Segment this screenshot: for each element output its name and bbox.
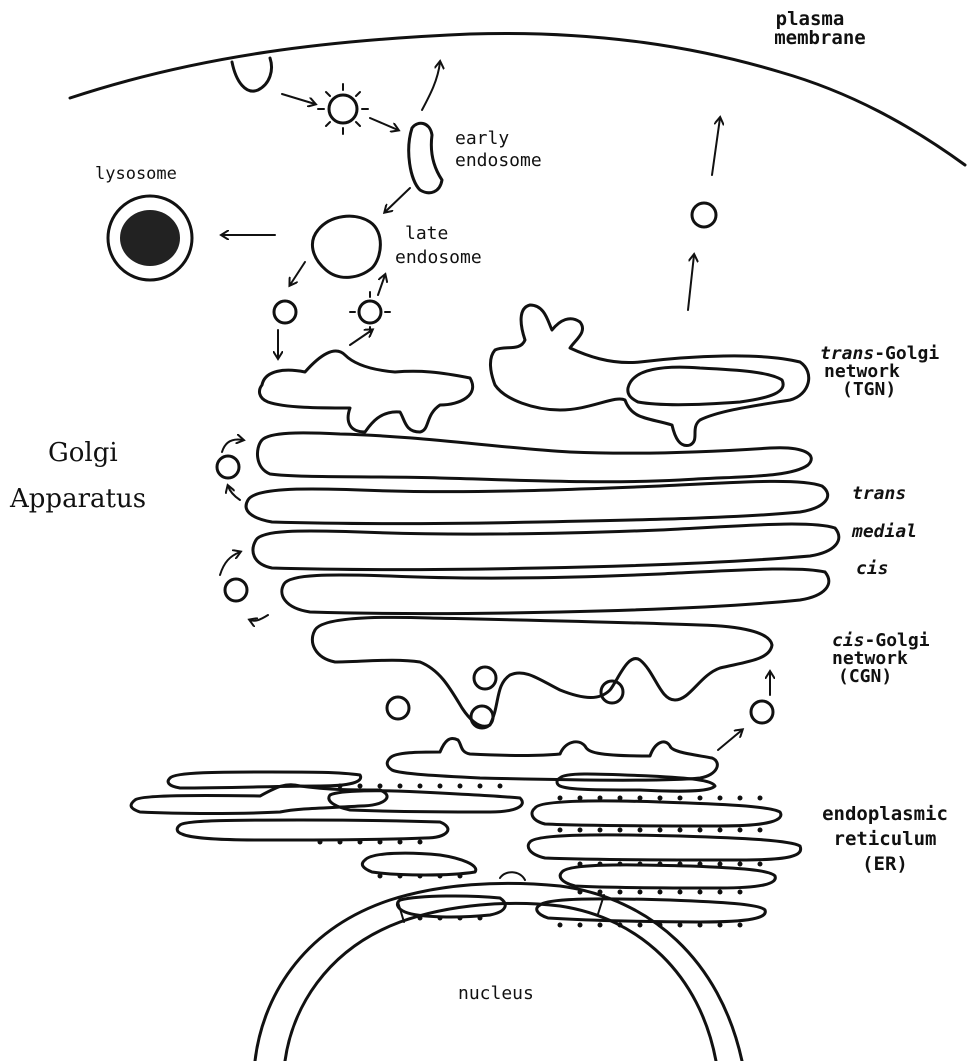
er-left-5 (362, 853, 475, 875)
cisterna-cis (282, 569, 829, 614)
lysosome-label: lysosome (95, 166, 177, 183)
nuclear-envelope-outer (255, 883, 742, 1061)
er-label: endoplasmic reticulum (ER) (795, 805, 975, 874)
secretory-vesicle (692, 203, 716, 227)
golgi-apparatus-label: Golgi Apparatus (10, 440, 146, 512)
er-left-3 (177, 820, 448, 840)
cgn-vesicle-1 (474, 667, 496, 689)
vesicle-late-1 (274, 301, 296, 323)
cisterna-trans (246, 481, 828, 523)
plasma-membrane-label-line2: membrane (770, 29, 870, 48)
cisterna-medial (253, 524, 839, 569)
cisterna-top (257, 433, 811, 482)
late-endosome-label-line1: late (405, 225, 482, 243)
cgn-vesicle-5 (751, 701, 773, 723)
tgn-label: trans-Golgi network (TGN) (820, 345, 939, 399)
er-right-3 (528, 835, 800, 860)
er-right-1 (557, 774, 715, 791)
er-right-4 (560, 865, 775, 888)
arrow-tgn-to-secretory (688, 255, 694, 310)
late-endosome-label-line2: endosome (395, 249, 482, 267)
golgi-apparatus-label-line1: Golgi (48, 440, 146, 466)
cisterna-cis-label: cis (856, 560, 889, 578)
nucleus-label: nucleus (458, 985, 534, 1003)
arrow-cisterna-up-3 (220, 552, 240, 575)
er-label-line3: (ER) (795, 855, 975, 874)
golgi-apparatus-label-line2: Apparatus (10, 486, 146, 512)
arrow-pit-to-vesicle (282, 94, 315, 104)
arrow-cisterna-up-2 (228, 486, 240, 500)
golgi-vesicle-2 (225, 579, 247, 601)
arrow-cisterna-up-1 (222, 440, 243, 453)
lysosome-content (120, 210, 180, 266)
tgn-left-lobe (260, 351, 473, 432)
late-endosome-label: late endosome (395, 225, 482, 267)
cgn-vesicle-2 (387, 697, 409, 719)
coated-pit (232, 58, 272, 91)
early-endosome-label-line1: early (455, 130, 542, 148)
cgn-vesicle-4 (601, 681, 623, 703)
er-nucleus-junction (500, 872, 525, 880)
tgn-label-line3: (TGN) (842, 381, 939, 399)
er-left-1 (168, 772, 361, 788)
er-left-6 (397, 896, 505, 917)
coated-vesicle-2 (359, 301, 381, 323)
er-transitional (387, 739, 717, 781)
coated-vesicle-1 (329, 95, 357, 123)
er-left-4 (329, 791, 523, 812)
arrow-coated-to-late (378, 275, 385, 295)
early-endosome-shape (409, 123, 442, 192)
cisterna-medial-label: medial (852, 523, 917, 541)
coat-spikes-1 (318, 84, 368, 134)
arrow-secretory-to-membrane (712, 118, 720, 175)
arrow-early-endosome-to-membrane (422, 62, 440, 110)
early-endosome-label-line2: endosome (455, 152, 542, 170)
arrow-er-to-cgn (718, 730, 742, 750)
tgn-right-inner (628, 367, 783, 404)
early-endosome-label: early endosome (455, 130, 542, 170)
tgn-right-lobe (490, 305, 808, 446)
golgi-vesicle-1 (217, 456, 239, 478)
plasma-membrane-label: plasma membrane (750, 10, 870, 48)
arrow-cisterna-up-4 (250, 615, 268, 621)
arrow-vesicle-to-early-endosome (370, 118, 398, 130)
arrow-tgn-to-coated (350, 330, 372, 345)
arrow-late-to-vesicle (290, 262, 305, 285)
cgn-label: cis-Golgi network (CGN) (832, 632, 930, 686)
er-label-line2: reticulum (795, 830, 975, 849)
cisterna-trans-label: trans (852, 485, 906, 503)
coat-spikes-2 (350, 292, 390, 332)
late-endosome-shape (312, 216, 380, 277)
er-right-2 (532, 801, 781, 826)
cgn-label-line3: (CGN) (838, 668, 930, 686)
arrow-early-to-late (385, 188, 410, 212)
cgn-shape (312, 617, 772, 726)
er-label-line1: endoplasmic (795, 805, 975, 824)
